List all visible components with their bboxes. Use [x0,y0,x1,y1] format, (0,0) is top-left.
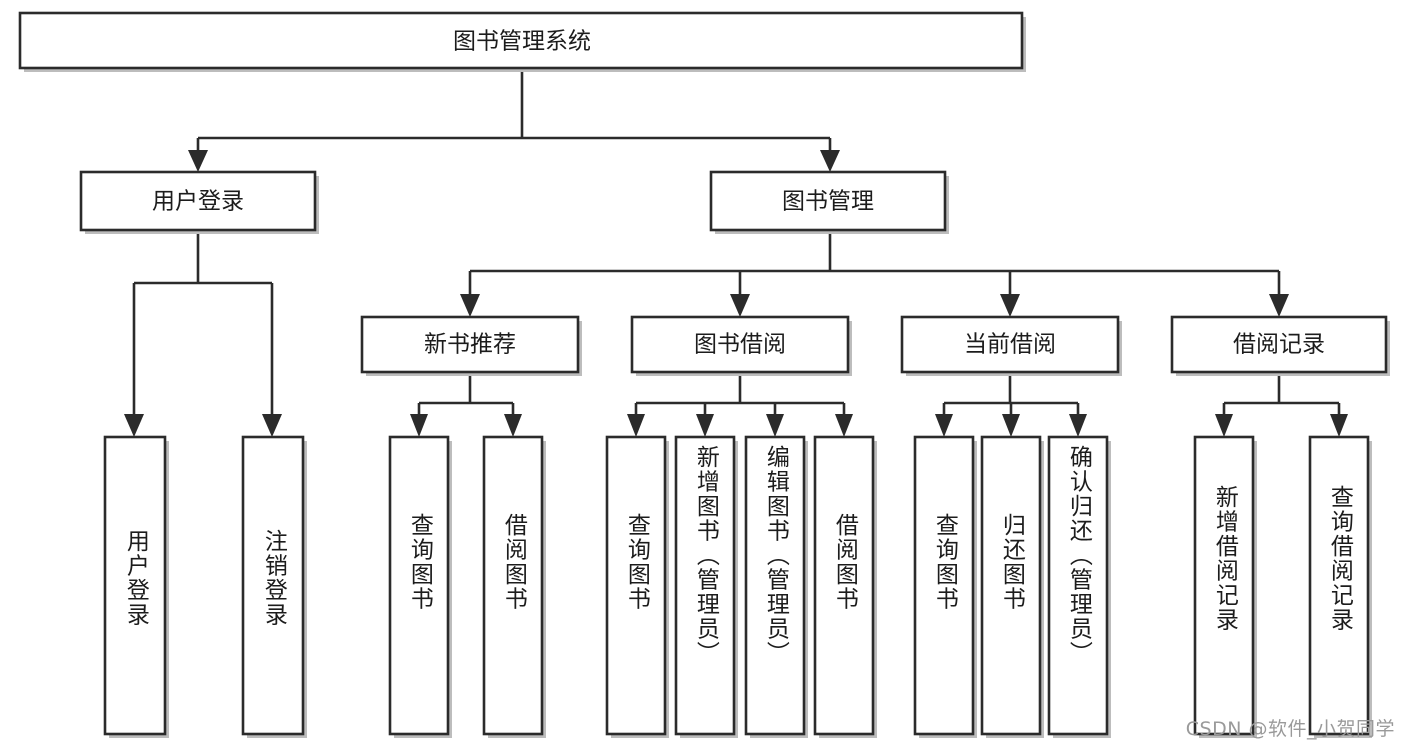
node-borrow-record-box [1170,315,1388,374]
leaf-user-logout[interactable] [241,435,307,738]
leaf-borrow-book-2[interactable] [813,435,877,738]
node-user-login-label: 用户登录 [152,189,244,215]
leaf-query-book-2-box [605,435,667,736]
node-root[interactable]: 图书管理系统 [18,11,1026,72]
node-user-login[interactable]: 用户登录 [79,170,319,234]
arrow-leaf-user-login [124,414,144,437]
node-book-borrow-label: 图书借阅 [694,332,786,358]
node-new-book-rec-box [360,315,580,374]
leaf-edit-book[interactable] [744,435,808,738]
leaf-user-login[interactable] [103,435,169,738]
node-root-box [18,11,1024,70]
leaf-add-book[interactable] [674,435,738,738]
node-book-manage[interactable]: 图书管理 [709,170,949,234]
arrow-to-user-login [188,150,208,172]
node-root-label: 图书管理系统 [453,29,591,55]
csdn-watermark: CSDN @软件_小贺同学 [1185,718,1395,740]
leaf-query-book-3[interactable] [913,435,977,738]
leaf-return-book-box [980,435,1042,736]
node-current-borrow[interactable]: 当前借阅 [900,315,1122,376]
leaf-user-login-box [103,435,167,736]
arrow-leaf-borrow-book-2 [835,414,853,437]
arrow-leaf-query-record [1330,414,1348,437]
arrow-to-book-manage [820,150,840,172]
leaf-query-record-box [1308,435,1370,736]
node-new-book-rec[interactable]: 新书推荐 [360,315,582,376]
node-book-manage-box [709,170,947,232]
leaf-confirm-return[interactable] [1047,435,1111,738]
node-book-manage-label: 图书管理 [782,189,874,215]
arrow-leaf-borrow-book-1 [504,414,522,437]
arrow-leaf-user-logout [262,414,282,437]
leaf-query-book-3-box [913,435,975,736]
leaf-add-book-box [674,435,736,736]
arrow-leaf-query-book-3 [935,414,953,437]
arrow-leaf-add-book [696,414,714,437]
leaf-query-book-2[interactable] [605,435,669,738]
arrow-leaf-confirm-return [1069,414,1087,437]
node-borrow-record[interactable]: 借阅记录 [1170,315,1390,376]
node-new-book-rec-label: 新书推荐 [424,332,516,358]
leaf-user-logout-box [241,435,305,736]
node-book-borrow[interactable]: 图书借阅 [630,315,852,376]
leaf-borrow-book-1-box [482,435,544,736]
node-borrow-record-label: 借阅记录 [1233,332,1325,358]
leaf-return-book[interactable] [980,435,1044,738]
node-current-borrow-label: 当前借阅 [964,332,1056,358]
leaf-add-record[interactable] [1193,435,1257,738]
leaf-borrow-book-1[interactable] [482,435,546,738]
arrow-to-borrow-record [1269,294,1289,317]
leaf-query-record[interactable] [1308,435,1372,738]
arrow-leaf-edit-book [766,414,784,437]
edge-group [124,70,1348,437]
leaf-add-record-box [1193,435,1255,736]
node-user-login-box [79,170,317,232]
node-book-borrow-box [630,315,850,374]
arrow-leaf-return-book [1002,414,1020,437]
leaf-query-book-1[interactable] [388,435,452,738]
arrow-leaf-query-book-1 [410,414,428,437]
leaf-confirm-return-box [1047,435,1109,736]
arrow-to-book-borrow [730,294,750,317]
leaf-borrow-book-2-box [813,435,875,736]
leaf-edit-book-box [744,435,806,736]
arrow-leaf-query-book-2 [627,414,645,437]
leaf-query-book-1-box [388,435,450,736]
arrow-to-new-book-rec [460,294,480,317]
arrow-leaf-add-record [1215,414,1233,437]
node-current-borrow-box [900,315,1120,374]
arrow-to-current-borrow [1000,294,1020,317]
